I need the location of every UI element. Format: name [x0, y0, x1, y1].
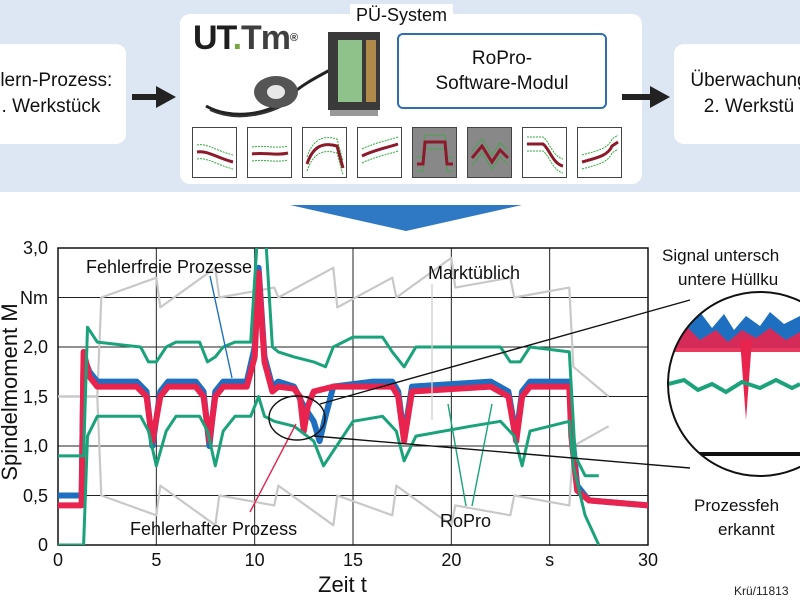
zoom-connector-bottom — [313, 435, 691, 469]
zoom-title-line-1: Signal untersch — [662, 246, 780, 265]
chart-annotations — [209, 275, 800, 513]
signal-thumbnail — [577, 127, 622, 178]
pu-system-title: PÜ-System — [350, 4, 454, 26]
y-tick-label: 1,0 — [22, 436, 48, 456]
zoom-result: Prozessfeh erkannt — [694, 494, 779, 542]
x-tick-label: 15 — [342, 550, 364, 570]
zoom-circle — [667, 291, 800, 477]
process-box-right-line-1: Überwachung — [690, 70, 800, 91]
y-axis-title: Spindelmoment M — [0, 303, 22, 481]
y-tick-label: 1,5 — [22, 386, 48, 407]
x-axis-title: Zeit t — [318, 572, 367, 597]
ropro-module-line-2: Software-Modul — [435, 73, 569, 94]
process-box-left: hlern-Prozess: . Werkstück — [0, 44, 126, 144]
zoom-connector-top — [319, 299, 691, 405]
signal-thumbnail — [357, 127, 402, 178]
logo-dot: . — [232, 19, 243, 57]
flow-arrow-icon — [132, 86, 176, 108]
annotation-fehlerhafter: Fehlerhafter Prozess — [130, 519, 298, 539]
annotation-marktueblich: Marktüblich — [428, 263, 521, 283]
signal-thumbnail-graph — [470, 138, 510, 170]
x-tick-label: 30 — [637, 550, 659, 570]
y-tick-label: Nm — [20, 287, 48, 308]
zoom-fault-spike — [740, 340, 752, 420]
zoom-background — [668, 292, 800, 476]
logo-reg: ® — [290, 32, 298, 44]
y-tick-label: 0,5 — [22, 485, 48, 506]
y-tick-label: 0 — [37, 535, 48, 555]
signal-thumbnail — [412, 127, 457, 178]
flow-arrow-icon — [622, 86, 670, 108]
annotation-ropro: RoPro — [440, 511, 492, 531]
series-line-markt-blich — [58, 395, 610, 527]
pointer-fehlerfreie — [209, 275, 233, 379]
process-box-right-line-2: 2. Werkstü — [703, 96, 795, 117]
process-box-left-line-1: hlern-Prozess: — [0, 70, 113, 91]
signal-thumbnail-graph — [417, 134, 453, 172]
process-box-left-line-2: . Werkstück — [1, 96, 101, 117]
signal-thumbnail — [247, 127, 292, 178]
signal-thumbnail — [192, 127, 237, 178]
zoom-detail — [668, 292, 800, 476]
x-tick-label: 5 — [151, 550, 162, 570]
signal-thumbnail-graph — [196, 144, 234, 170]
series-line-ropro — [58, 395, 601, 545]
series-line-markt-blich — [58, 256, 610, 398]
chart-series — [58, 248, 648, 545]
signal-thumbnail-graph — [527, 136, 564, 174]
logo-tm: Tm — [241, 19, 291, 57]
ropro-module-line-1: RoPro- — [471, 48, 533, 69]
uttm-logo: UT.Tm® — [193, 19, 298, 57]
x-tick-label: 0 — [52, 550, 63, 570]
series-line-fehlerhafter-prozess — [58, 269, 648, 509]
signal-thumbnail — [302, 127, 347, 178]
x-tick-label: 20 — [441, 550, 462, 570]
signal-thumbnail — [467, 127, 512, 178]
reference-code: Krü/11813 — [734, 584, 789, 598]
zoom-lower-envelope — [668, 377, 800, 395]
pointer-fehlerhafter — [249, 423, 297, 513]
zoom-title-line-2: untere Hüllku — [678, 270, 779, 289]
down-arrow-icon — [290, 205, 522, 231]
signal-thumbnail-graph — [251, 145, 289, 162]
pointer-ropro-2 — [471, 403, 493, 507]
series-line-ropro — [58, 248, 599, 478]
highlight-circle — [268, 395, 326, 441]
process-box-right: Überwachung 2. Werkstü — [674, 44, 800, 144]
signal-thumbnail — [522, 127, 567, 178]
zoom-result-line-1: Prozessfeh — [694, 496, 780, 515]
signal-thumbnail-graph — [581, 134, 619, 170]
y-tick-label: 3,0 — [22, 238, 48, 258]
x-tick-label: s — [545, 550, 555, 570]
logo-ut: UT — [193, 19, 234, 57]
pointer-ropro-1 — [447, 403, 467, 507]
zoom-red-band — [668, 326, 800, 352]
signal-thumbnail-graph — [361, 136, 399, 164]
ropro-software-module: RoPro- Software-Modul — [397, 33, 607, 109]
x-tick-label: 10 — [244, 550, 265, 570]
zoom-result-line-2: erkannt — [718, 520, 775, 539]
zoom-title: Signal untersch untere Hüllku — [662, 244, 779, 292]
zoom-zero-line — [668, 452, 800, 456]
y-tick-label: 2,0 — [22, 337, 48, 357]
signal-thumbnail-graph — [305, 137, 345, 176]
annotation-fehlerfreie: Fehlerfreie Prozesse — [86, 257, 253, 277]
